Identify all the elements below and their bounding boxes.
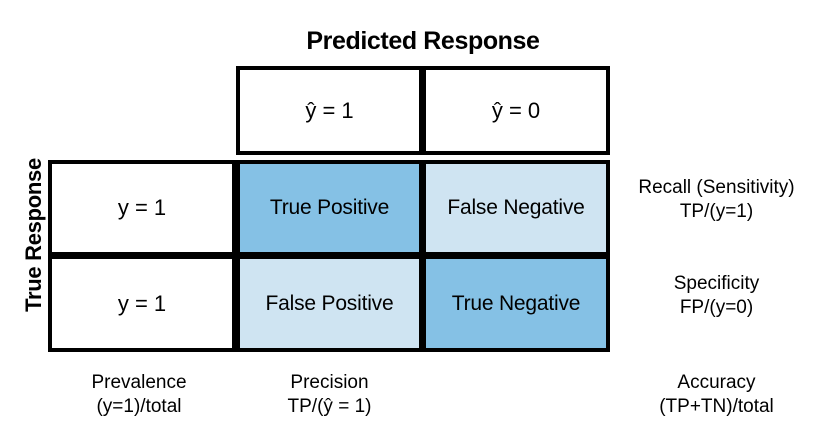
metric-accuracy-name: Accuracy xyxy=(677,372,756,393)
metric-specificity: Specificity FP/(y=0) xyxy=(612,272,821,320)
cell-false-positive: False Positive xyxy=(236,255,423,352)
metric-prevalence-name: Prevalence xyxy=(91,372,187,393)
metric-recall: Recall (Sensitivity) TP/(y=1) xyxy=(612,176,821,224)
metric-specificity-formula: FP/(y=0) xyxy=(679,297,754,318)
row-label-2-text: y = 1 xyxy=(117,290,167,316)
metric-recall-name: Recall (Sensitivity) xyxy=(638,177,795,198)
row-label-1-text: y = 1 xyxy=(117,195,167,220)
cell-true-positive: True Positive xyxy=(236,160,423,256)
metric-accuracy: Accuracy (TP+TN)/total xyxy=(612,371,821,419)
header-predicted-positive: ŷ = 1 xyxy=(236,66,423,155)
metric-prevalence-formula: (y=1)/total xyxy=(96,396,182,417)
cell-true-negative: True Negative xyxy=(422,255,610,352)
metric-accuracy-formula: (TP+TN)/total xyxy=(659,396,774,417)
metric-precision: Precision TP/(ŷ = 1) xyxy=(236,371,423,419)
cell-false-negative-label: False Negative xyxy=(447,196,585,219)
metric-prevalence: Prevalence (y=1)/total xyxy=(42,371,236,419)
header-predicted-positive-label: ŷ = 1 xyxy=(305,97,354,123)
row-label-true-positive-class: y = 1 xyxy=(48,160,236,256)
cell-true-positive-label: True Positive xyxy=(269,196,390,219)
page-title: Predicted Response xyxy=(306,27,540,55)
metric-specificity-name: Specificity xyxy=(673,273,760,294)
cell-true-negative-label: True Negative xyxy=(451,291,581,315)
cell-false-negative: False Negative xyxy=(422,160,610,256)
header-predicted-negative: ŷ = 0 xyxy=(422,66,610,155)
metric-precision-name: Precision xyxy=(290,372,369,393)
metric-recall-formula: TP/(y=1) xyxy=(679,201,754,222)
vertical-axis-label: True Response xyxy=(21,158,46,312)
header-predicted-negative-label: ŷ = 0 xyxy=(491,97,541,123)
cell-false-positive-label: False Positive xyxy=(265,291,394,315)
row-label-true-negative-class: y = 1 xyxy=(48,255,236,352)
metric-precision-formula: TP/(ŷ = 1) xyxy=(287,396,372,417)
